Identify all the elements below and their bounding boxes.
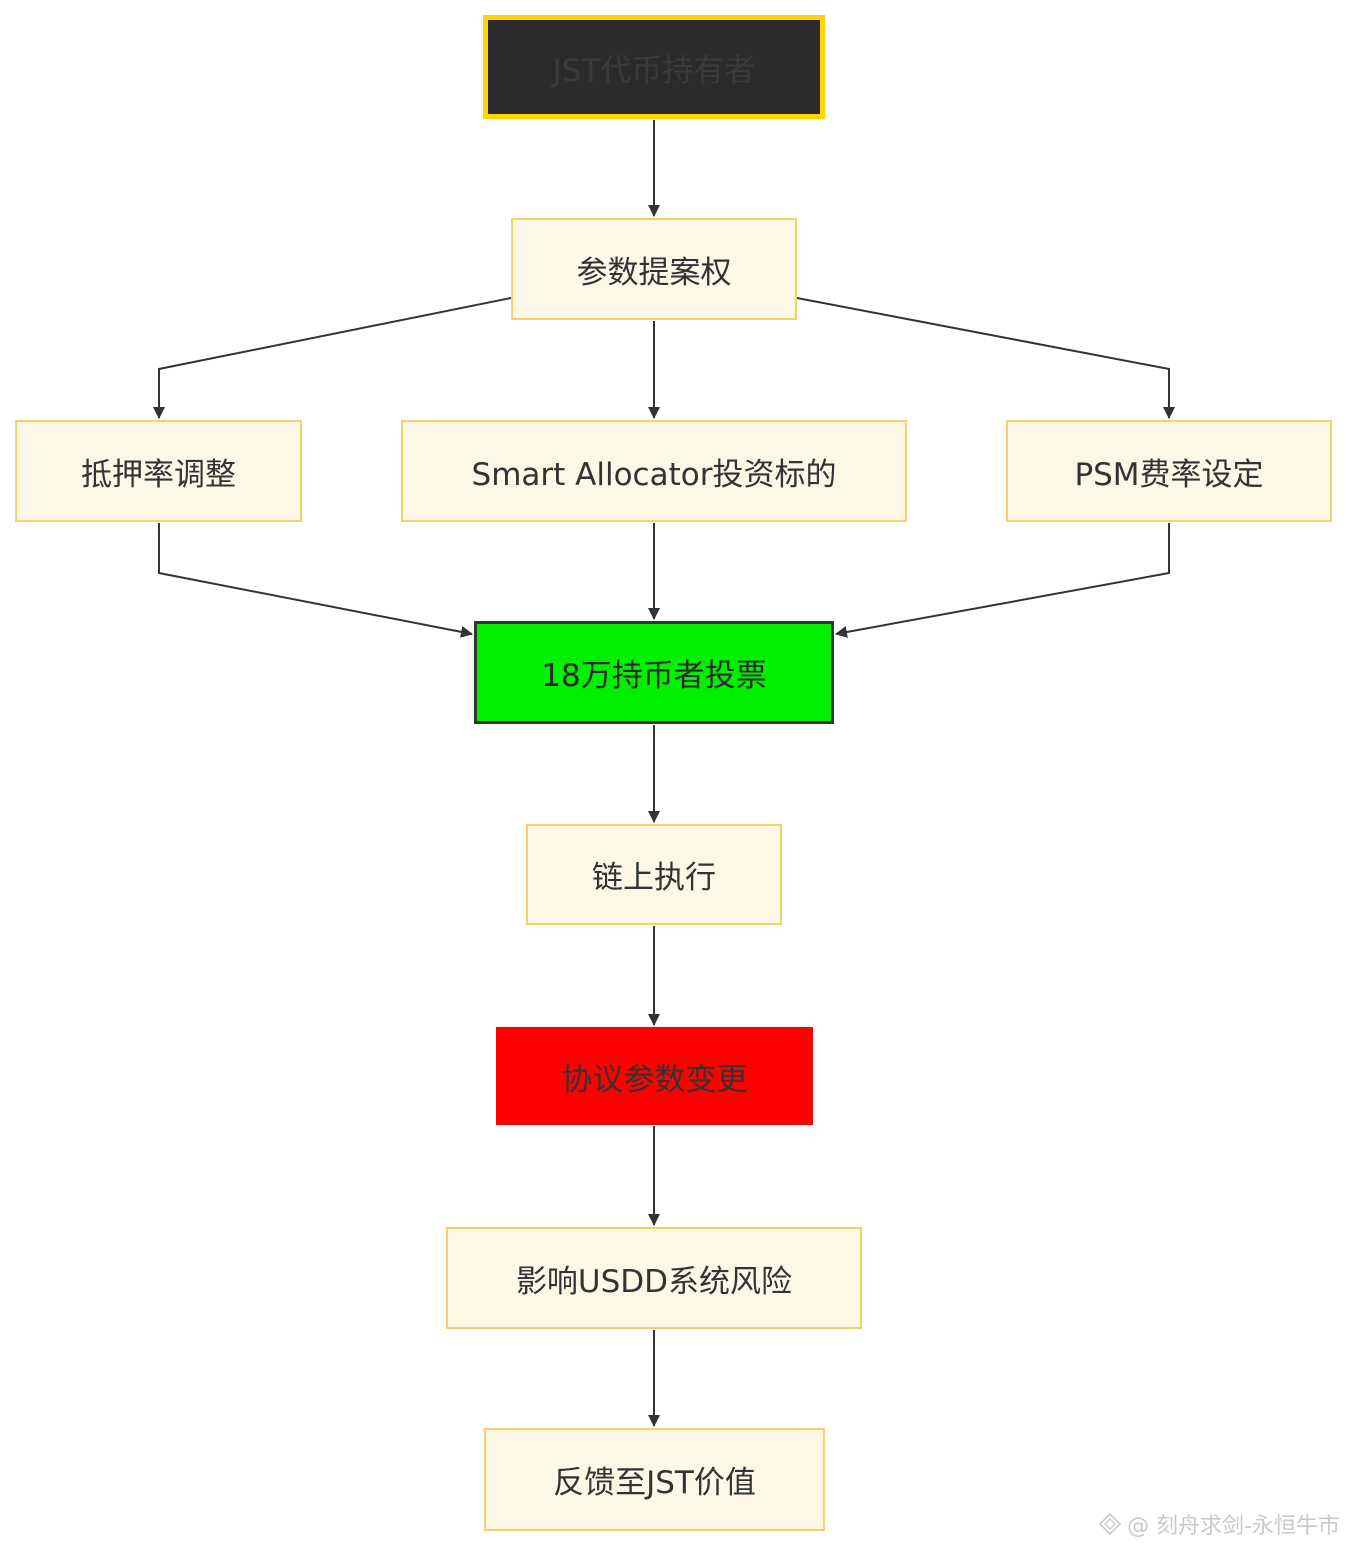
node-usdd-risk-label: 影响USDD系统风险 <box>515 1263 793 1300</box>
node-parameter-proposal: 参数提案权 <box>511 218 797 320</box>
watermark-text: @ 刻舟求剑-永恒牛市 <box>1127 1514 1340 1539</box>
node-jst-value-feedback-label: 反馈至JST价值 <box>553 1465 756 1501</box>
node-holder-vote-label: 18万持币者投票 <box>541 658 767 694</box>
edge-collateral-to-vote <box>158 523 473 638</box>
node-holder-vote: 18万持币者投票 <box>474 621 834 724</box>
node-psm-fee-label: PSM费率设定 <box>1074 456 1264 493</box>
node-onchain-execution: 链上执行 <box>526 824 782 925</box>
node-smart-allocator-label: Smart Allocator投资标的 <box>471 456 837 493</box>
node-jst-holder-label: JST代币持有者 <box>552 52 756 89</box>
node-jst-holder: JST代币持有者 <box>483 15 825 119</box>
watermark: @ 刻舟求剑-永恒牛市 <box>1099 1508 1340 1540</box>
node-jst-value-feedback: 反馈至JST价值 <box>484 1428 825 1531</box>
diamond-logo-icon <box>1099 1513 1122 1535</box>
node-collateral-ratio: 抵押率调整 <box>15 420 302 522</box>
node-parameter-proposal-label: 参数提案权 <box>576 254 732 291</box>
edge-proposal-to-collateral <box>153 297 512 419</box>
node-smart-allocator: Smart Allocator投资标的 <box>401 420 907 522</box>
node-protocol-change: 协议参数变更 <box>496 1027 813 1125</box>
node-collateral-ratio-label: 抵押率调整 <box>81 456 236 493</box>
node-psm-fee: PSM费率设定 <box>1006 420 1332 522</box>
node-usdd-risk: 影响USDD系统风险 <box>446 1227 862 1329</box>
node-onchain-execution-label: 链上执行 <box>592 860 716 896</box>
edge-proposal-to-psm <box>796 297 1175 419</box>
node-protocol-change-label: 协议参数变更 <box>561 1061 748 1098</box>
edge-psm-to-vote <box>835 523 1170 638</box>
